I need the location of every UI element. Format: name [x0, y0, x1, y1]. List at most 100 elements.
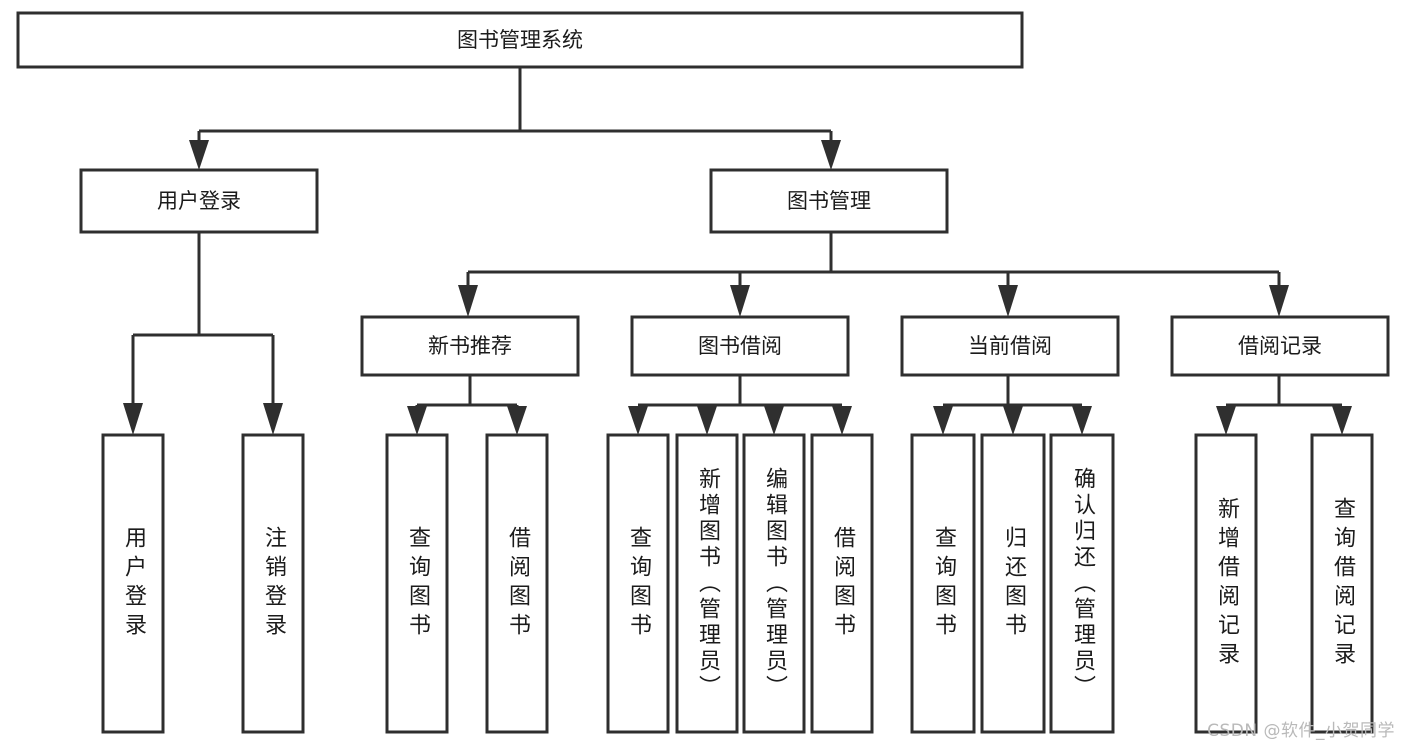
node-leaf-query-record-text-area: 查询借阅记录: [1330, 496, 1355, 671]
node-leaf-return-book-box: [980, 433, 1046, 734]
node-current-borrow-box: [900, 315, 1120, 377]
node-book-borrow[interactable]: 图书借阅: [630, 315, 850, 377]
edge-group-book-manage: [458, 232, 1289, 317]
node-leaf-logout-box: [241, 433, 305, 734]
arrow-head-current-borrow-to-leaf-3: [1072, 406, 1092, 435]
node-leaf-user-login[interactable]: 用户登录: [101, 433, 165, 734]
edge-group-current-borrow: [933, 375, 1092, 435]
node-leaf-query-book-3-label: 查询图书: [931, 525, 956, 642]
node-leaf-edit-book-label: 编辑图书（管理员）: [762, 466, 787, 701]
arrow-head-borrow-record-to-leaf-1: [1216, 406, 1236, 435]
node-leaf-query-book-3[interactable]: 查询图书: [910, 433, 976, 734]
node-leaf-borrow-book-2[interactable]: 借阅图书: [810, 433, 874, 734]
node-leaf-logout[interactable]: 注销登录: [241, 433, 305, 734]
node-new-book-rec-label: 新书推荐: [428, 334, 512, 358]
edge-group-user-login: [123, 232, 283, 435]
node-root-box: [16, 11, 1024, 69]
node-leaf-add-record-box: [1194, 433, 1258, 734]
node-leaf-query-record-box: [1310, 433, 1374, 734]
arrow-head-root-to-user-login: [189, 140, 209, 170]
node-leaf-query-book-2[interactable]: 查询图书: [606, 433, 670, 734]
arrow-head-book-manage-to-book-borrow: [730, 285, 750, 317]
node-borrow-record-box: [1170, 315, 1390, 377]
node-borrow-record[interactable]: 借阅记录: [1170, 315, 1390, 377]
node-current-borrow[interactable]: 当前借阅: [900, 315, 1120, 377]
arrow-head-book-borrow-to-leaf-4: [832, 406, 852, 435]
arrow-head-book-borrow-to-leaf-1: [628, 406, 648, 435]
node-leaf-query-book-3-box: [910, 433, 976, 734]
node-user-login-label: 用户登录: [157, 189, 241, 213]
node-leaf-add-book-label: 新增图书（管理员）: [695, 466, 720, 701]
arrow-head-book-borrow-to-leaf-3: [764, 406, 784, 435]
node-leaf-add-book-text-area: 新增图书（管理员）: [695, 466, 720, 701]
node-leaf-query-book-2-box: [606, 433, 670, 734]
node-leaf-query-record-label: 查询借阅记录: [1330, 496, 1355, 671]
arrow-head-user-login-to-leaf-1: [123, 403, 143, 435]
arrow-head-current-borrow-to-leaf-2: [1003, 406, 1023, 435]
node-leaf-return-book-text-area: 归还图书: [1001, 525, 1026, 642]
node-leaf-borrow-book-1-box: [485, 433, 549, 734]
node-leaf-query-book-2-label: 查询图书: [626, 525, 651, 642]
node-leaf-return-book-label: 归还图书: [1001, 525, 1026, 642]
node-leaf-query-book-1-box: [385, 433, 449, 734]
node-leaf-user-login-text-area: 用户登录: [121, 525, 146, 642]
node-root-label: 图书管理系统: [457, 28, 583, 52]
node-leaf-edit-book-text-area: 编辑图书（管理员）: [762, 466, 787, 701]
node-leaf-query-book-1[interactable]: 查询图书: [385, 433, 449, 734]
node-leaf-add-record-label: 新增借阅记录: [1214, 496, 1239, 671]
arrow-head-user-login-to-leaf-2: [263, 403, 283, 435]
node-leaf-user-login-label: 用户登录: [121, 525, 146, 642]
node-book-manage-box: [709, 168, 949, 234]
node-leaf-confirm-return-text-area: 确认归还（管理员）: [1070, 467, 1095, 701]
edge-group-root: [189, 67, 841, 170]
edge-group-borrow-record: [1216, 375, 1352, 435]
node-current-borrow-label: 当前借阅: [968, 334, 1052, 358]
node-leaf-borrow-book-2-text-area: 借阅图书: [830, 525, 855, 642]
arrow-head-book-manage-to-new-book: [458, 285, 478, 317]
node-book-borrow-label: 图书借阅: [698, 334, 782, 358]
edge-group-new-book-rec: [407, 375, 527, 435]
arrow-head-new-book-to-leaf-2: [507, 406, 527, 435]
node-leaf-borrow-book-1[interactable]: 借阅图书: [485, 433, 549, 734]
node-leaf-query-book-1-text-area: 查询图书: [405, 525, 430, 642]
node-leaf-logout-label: 注销登录: [261, 525, 286, 642]
node-leaf-add-book[interactable]: 新增图书（管理员）: [675, 433, 739, 734]
node-new-book-rec[interactable]: 新书推荐: [360, 315, 580, 377]
edge-group-book-borrow: [628, 375, 852, 435]
node-leaf-edit-book[interactable]: 编辑图书（管理员）: [742, 433, 806, 734]
node-leaf-add-record-text-area: 新增借阅记录: [1214, 496, 1239, 671]
node-leaf-user-login-box: [101, 433, 165, 734]
node-user-login-box: [79, 168, 319, 234]
arrow-head-new-book-to-leaf-1: [407, 406, 427, 435]
node-leaf-edit-book-box: [742, 433, 806, 734]
node-leaf-logout-text-area: 注销登录: [261, 525, 286, 642]
node-book-borrow-box: [630, 315, 850, 377]
arrow-head-borrow-record-to-leaf-2: [1332, 406, 1352, 435]
node-leaf-borrow-book-2-label: 借阅图书: [830, 525, 855, 642]
node-leaf-borrow-book-1-label: 借阅图书: [505, 525, 530, 642]
arrow-head-current-borrow-to-leaf-1: [933, 406, 953, 435]
node-leaf-add-record[interactable]: 新增借阅记录: [1194, 433, 1258, 734]
node-borrow-record-label: 借阅记录: [1238, 334, 1322, 358]
node-leaf-query-book-2-text-area: 查询图书: [626, 525, 651, 642]
arrow-head-book-borrow-to-leaf-2: [697, 406, 717, 435]
node-leaf-confirm-return-box: [1049, 433, 1115, 734]
node-leaf-query-book-1-label: 查询图书: [405, 525, 430, 642]
arrow-head-book-manage-to-borrow-record: [1269, 285, 1289, 317]
node-leaf-borrow-book-2-box: [810, 433, 874, 734]
node-root[interactable]: 图书管理系统: [16, 11, 1024, 69]
node-leaf-query-book-3-text-area: 查询图书: [931, 525, 956, 642]
node-new-book-rec-box: [360, 315, 580, 377]
node-leaf-return-book[interactable]: 归还图书: [980, 433, 1046, 734]
arrow-head-root-to-book-manage: [821, 140, 841, 170]
node-leaf-confirm-return[interactable]: 确认归还（管理员）: [1049, 433, 1115, 734]
arrow-head-book-manage-to-current-borrow: [998, 285, 1018, 317]
node-book-manage-label: 图书管理: [787, 189, 871, 213]
node-book-manage[interactable]: 图书管理: [709, 168, 949, 234]
node-leaf-borrow-book-1-text-area: 借阅图书: [505, 525, 530, 642]
node-leaf-query-record[interactable]: 查询借阅记录: [1310, 433, 1374, 734]
node-user-login[interactable]: 用户登录: [79, 168, 319, 234]
node-leaf-add-book-box: [675, 433, 739, 734]
